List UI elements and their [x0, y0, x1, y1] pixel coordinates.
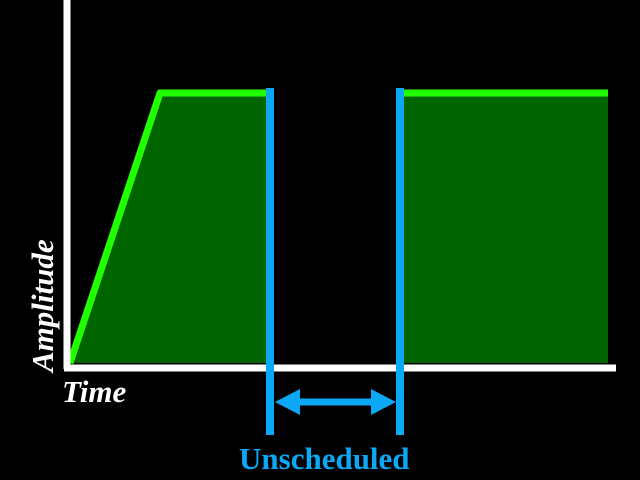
unscheduled-label: Unscheduled [239, 441, 410, 476]
signal-fill-right [401, 93, 608, 363]
gap-arrow-left-head [275, 389, 300, 415]
signal-fill-left [70, 93, 268, 363]
gap-arrow-right-head [371, 389, 396, 415]
x-axis-label: Time [62, 374, 127, 409]
signal-ramp-line [66, 89, 268, 365]
y-axis-label: Amplitude [25, 239, 60, 372]
